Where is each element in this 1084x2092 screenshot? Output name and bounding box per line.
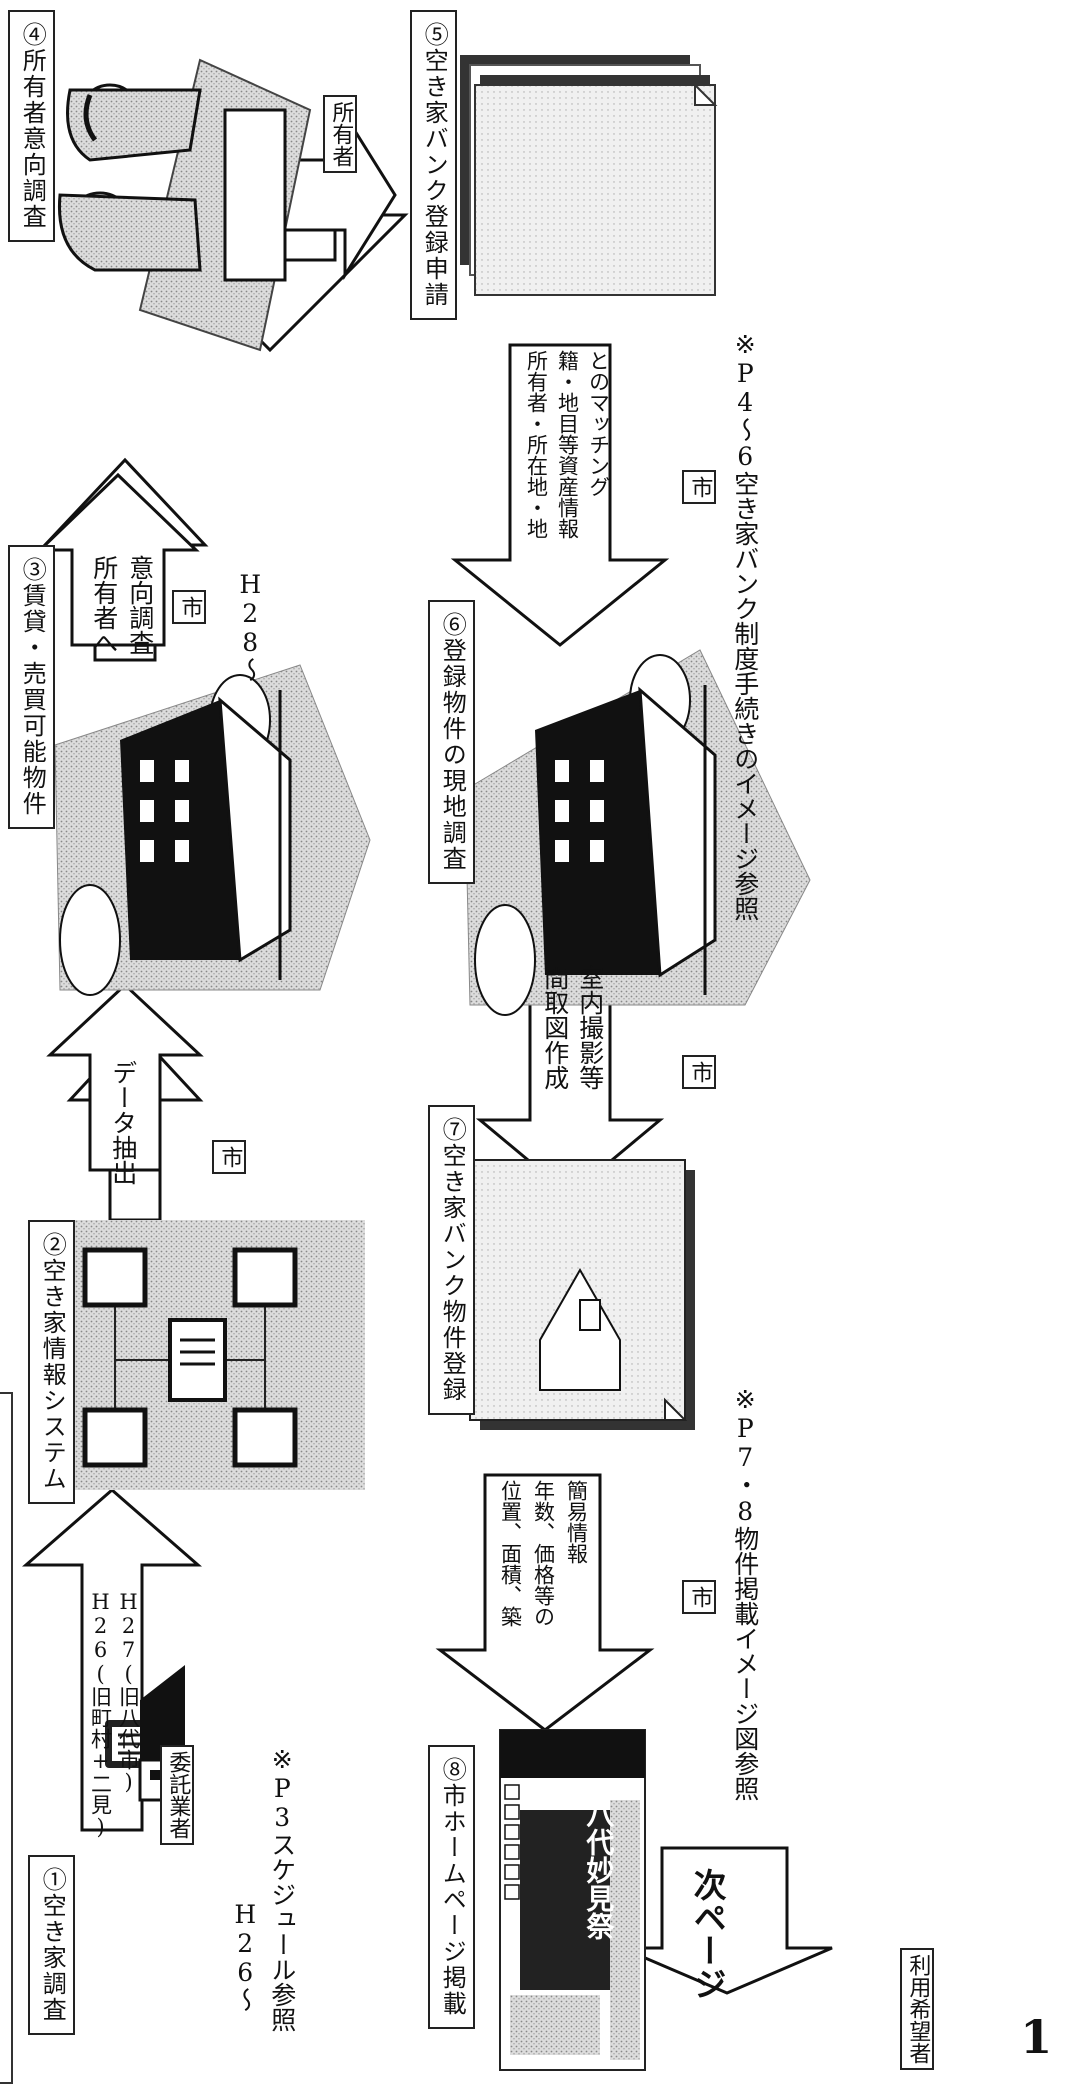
owners-illustration	[57, 58, 312, 352]
floorplan-text-2: 室内撮影等	[575, 965, 605, 1090]
step-4-label: ④所有者意向調査	[8, 10, 56, 242]
step-7-label: ⑦空き家バンク物件登録	[428, 1105, 476, 1415]
actor-city-3: 市	[682, 470, 717, 504]
step-1-label: ①空き家調査	[28, 1855, 76, 2035]
house-illustration-survey	[464, 649, 811, 1016]
house-illustration-rentable	[54, 664, 371, 996]
next-page-text: 次ページ	[688, 1868, 728, 2000]
arrow-matching	[450, 343, 670, 647]
actor-user: 利用希望者	[900, 1948, 935, 2070]
note-p46: ※P4〜6空き家バンク制度手続きのイメージ参照	[730, 330, 760, 921]
simple-info-text-2: 年数、価格等の	[531, 1480, 556, 1627]
step-3-label: ③賃貸・売買可能物件	[8, 545, 56, 829]
outer-frame	[0, 1392, 13, 2084]
data-extract-text: データ抽出	[108, 1060, 138, 1185]
homepage-title: 八代妙見祭	[582, 1800, 616, 1940]
documents-illustration	[460, 55, 718, 296]
arrow-simple-info	[435, 1473, 655, 1732]
actor-owner: 所有者	[323, 95, 358, 173]
floorplan-text-1: 間取図作成	[540, 965, 570, 1090]
note-p3: ※P3スケジュール参照	[267, 1745, 297, 2032]
actor-city-2: 市	[172, 590, 207, 624]
matching-text-2: 籍・地目等資産情報	[555, 350, 580, 539]
arrow-owner-survey	[36, 472, 200, 647]
step-6-label: ⑥登録物件の現地調査	[428, 600, 476, 884]
network-illustration	[65, 1220, 365, 1490]
homepage-illustration	[499, 1729, 646, 2071]
note-p78: ※P7・8物件掲載イメージ図参照	[730, 1385, 760, 1801]
step-8-label: ⑧市ホームページ掲載	[428, 1745, 476, 2029]
owner-survey-text-2: 意向調査	[125, 555, 155, 655]
period-h28: H28〜	[235, 570, 265, 682]
registration-illustration	[469, 1159, 695, 1430]
step-2-label: ②空き家情報システム	[28, 1220, 76, 1504]
arrow-5-shape	[615, 330, 665, 470]
period-h26: H26〜	[230, 1900, 260, 2012]
arrow-next-page	[621, 1846, 833, 1995]
survey-period-text-2: H27(旧八代市)	[116, 1590, 141, 1794]
actor-city-5: 市	[682, 1580, 717, 1614]
actor-contractor: 委託業者	[160, 1745, 195, 1845]
simple-info-text-3: 簡易情報	[564, 1480, 589, 1564]
matching-text-3: とのマッチング	[586, 350, 611, 497]
actor-city-4: 市	[682, 1055, 717, 1089]
arrow-data-extract	[46, 982, 204, 1172]
page-number: 1	[1009, 2010, 1064, 2064]
simple-info-text-1: 位置、面積、築	[498, 1480, 523, 1627]
actor-city-1: 市	[212, 1140, 247, 1174]
survey-period-text-1: H26(旧町村+二見)	[88, 1590, 113, 1839]
step-5-label: ⑤空き家バンク登録申請	[410, 10, 458, 320]
owner-survey-text-1: 所有者へ	[89, 555, 119, 655]
matching-text-1: 所有者・所在地・地	[524, 350, 549, 539]
